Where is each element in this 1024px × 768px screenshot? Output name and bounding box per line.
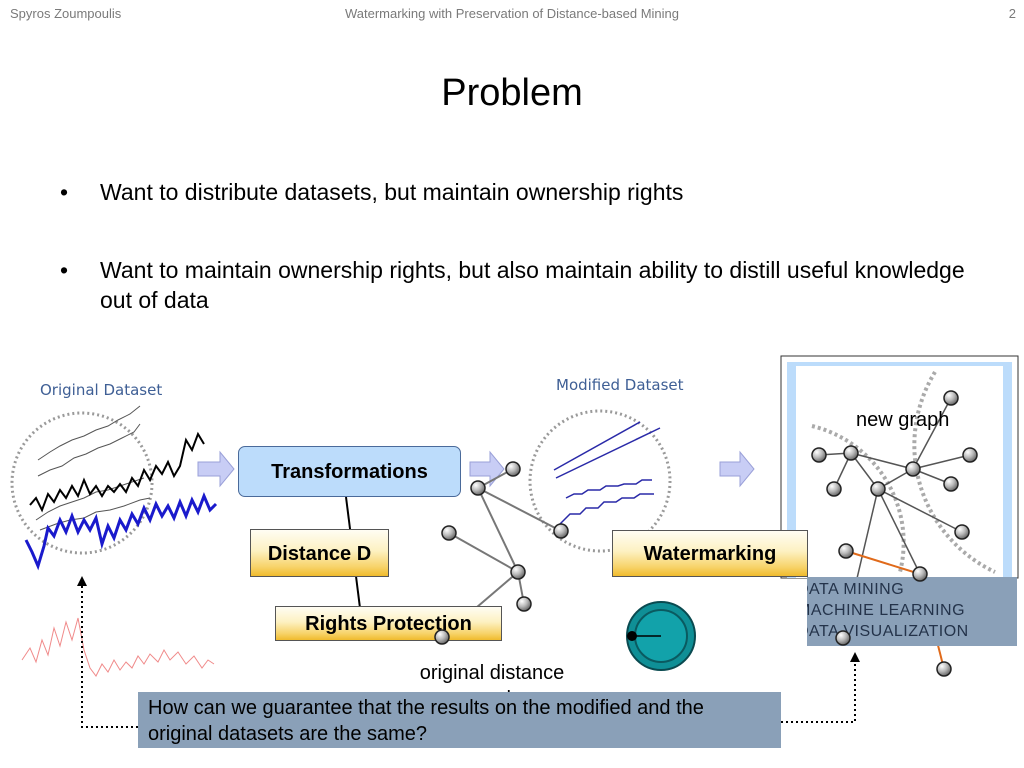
gray-series — [37, 423, 141, 477]
transformations-box: Transformations — [238, 446, 461, 497]
blue-series — [24, 491, 218, 571]
graph-node — [516, 596, 532, 612]
new-graph-label: new graph — [856, 409, 950, 431]
mining-panel-line: MACHINE LEARNING — [807, 602, 966, 619]
graph-node — [954, 524, 970, 540]
black-series — [29, 431, 205, 513]
page-number: 2 — [1008, 6, 1016, 21]
arrow-icon — [719, 450, 755, 488]
graph-node — [553, 523, 569, 539]
graph-node — [870, 481, 886, 497]
graph-node — [843, 445, 859, 461]
question-box: How can we guarantee that the results on… — [138, 692, 781, 748]
bullet-item: • Want to distribute datasets, but maint… — [60, 177, 980, 207]
graph-panel-canvas — [796, 366, 1003, 578]
original-dataset-label: Original Dataset — [40, 381, 162, 399]
dotted-connector — [781, 660, 856, 723]
knob-icon — [626, 601, 696, 671]
noise-series-thumbnail — [21, 617, 215, 677]
header-author: Spyros Zoumpoulis — [10, 6, 122, 21]
graph-node — [505, 461, 521, 477]
bullet-text: Want to distribute datasets, but maintai… — [100, 179, 684, 205]
watermarking-box: Watermarking — [612, 530, 808, 577]
graph-node — [943, 390, 959, 406]
mining-panel-line: DATA MINING — [807, 581, 905, 598]
graph-node — [905, 461, 921, 477]
graph-node — [835, 630, 851, 646]
graph-node — [510, 564, 526, 580]
graph-node — [912, 566, 928, 582]
bullet-item: • Want to maintain ownership rights, but… — [60, 255, 980, 315]
graph-node — [811, 447, 827, 463]
modified-series — [553, 421, 641, 471]
modified-dataset-label: Modified Dataset — [556, 376, 684, 394]
bullet-marker: • — [60, 257, 69, 283]
modified-series — [555, 427, 661, 479]
arrowhead-icon — [850, 652, 860, 662]
graph-node — [838, 543, 854, 559]
modified-dataset-circle — [528, 409, 672, 553]
graph-node — [434, 629, 450, 645]
rights-protection-box: Rights Protection — [275, 606, 502, 641]
modified-series — [559, 493, 654, 525]
dashed-arc — [912, 370, 996, 574]
gray-series — [37, 405, 141, 461]
header-title: Watermarking with Preservation of Distan… — [344, 6, 680, 21]
dashed-arc — [811, 424, 906, 573]
graph-node — [470, 480, 486, 496]
bullet-text: Want to maintain ownership rights, but a… — [100, 257, 965, 313]
dotted-connector — [81, 584, 138, 728]
modified-series — [565, 479, 652, 499]
bullet-marker: • — [60, 179, 69, 205]
arrow-icon — [197, 450, 235, 488]
graph-node — [936, 661, 952, 677]
graph-node — [826, 481, 842, 497]
graph-node — [943, 476, 959, 492]
graph-node — [441, 525, 457, 541]
slide-title: Problem — [441, 72, 583, 114]
graph-node — [962, 447, 978, 463]
arrowhead-icon — [77, 576, 87, 586]
distance-box: Distance D — [250, 529, 389, 577]
original-dataset-circle — [10, 411, 154, 555]
